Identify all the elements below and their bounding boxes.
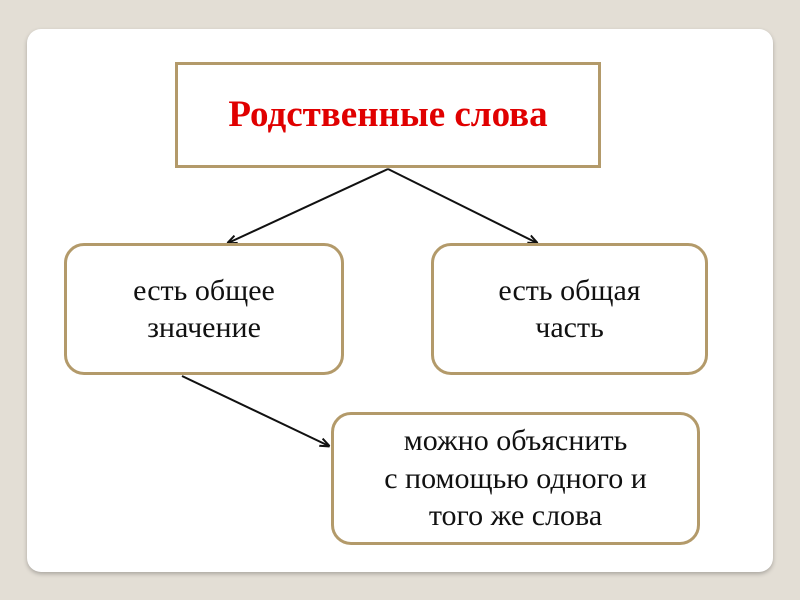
arrow-to-explain bbox=[181, 375, 329, 446]
title-text: Родственные слова bbox=[228, 93, 548, 135]
right-line-1: есть общая bbox=[498, 273, 641, 307]
bottom-line-2: с помощью одного и bbox=[384, 461, 647, 495]
bottom-line-1: можно объяснить bbox=[403, 424, 628, 458]
left-line-2: значение bbox=[147, 311, 261, 344]
title-box: Родственные слова bbox=[175, 62, 601, 168]
arrow-to-meaning bbox=[228, 168, 389, 243]
common-meaning-box: есть общее значение bbox=[64, 243, 344, 375]
right-line-2: часть bbox=[535, 311, 604, 344]
bottom-line-3: того же слова bbox=[428, 499, 603, 533]
left-line-1: есть общее bbox=[133, 273, 275, 307]
common-part-box: есть общая часть bbox=[431, 243, 708, 375]
arrow-to-part bbox=[387, 168, 537, 243]
